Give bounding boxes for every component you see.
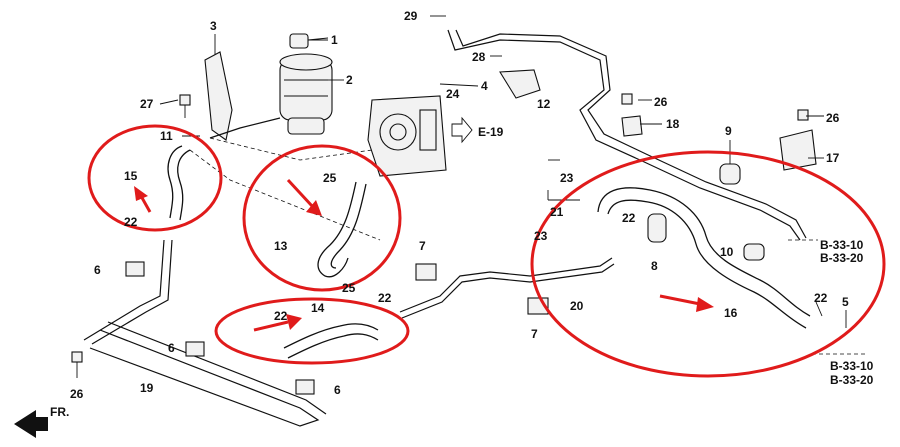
annotation-circle-hose-15 — [87, 124, 223, 232]
annotation-circle-hose-16 — [530, 150, 886, 378]
clamp-6-lower — [295, 379, 315, 395]
callout-9: 9 — [725, 124, 732, 138]
bolt-26-middle — [621, 93, 633, 105]
callout-22-right-upper: 22 — [622, 211, 636, 225]
clamp-10 — [743, 243, 765, 261]
front-marker-label: FR. — [50, 405, 69, 419]
callout-6-lower: 6 — [334, 383, 341, 397]
return-line-20 — [399, 257, 613, 313]
callout-12: 12 — [537, 97, 551, 111]
callout-18: 18 — [666, 117, 680, 131]
reservoir-outlet-hose — [209, 117, 281, 139]
callout-6-upper: 6 — [94, 263, 101, 277]
reference-b3310-top: B-33-10 — [820, 238, 864, 252]
reference-b3310-bottom: B-33-10 — [830, 359, 874, 373]
power-steering-pump — [367, 95, 447, 177]
bracket-17 — [779, 129, 817, 171]
callout-5: 5 — [842, 295, 849, 309]
annotation-arrow-hose-15 — [134, 186, 152, 213]
front-direction-arrow — [14, 410, 48, 438]
callout-2: 2 — [346, 73, 353, 87]
rack-pipe-19 — [89, 329, 320, 427]
callout-29: 29 — [404, 9, 418, 23]
bolt-26-left — [71, 351, 83, 378]
clamp-18 — [621, 115, 643, 137]
callout-24: 24 — [446, 87, 460, 101]
clamp-6-middle — [185, 341, 205, 357]
reference-b3320-bottom: B-33-20 — [830, 373, 874, 387]
clamp-7-upper — [415, 263, 437, 281]
callout-22-right-lower: 22 — [814, 291, 828, 305]
callout-11: 11 — [160, 129, 173, 143]
callout-22-middle: 22 — [378, 291, 392, 305]
reservoir-tank — [279, 53, 333, 135]
callout-7-lower: 7 — [531, 327, 538, 341]
callout-25-lower: 25 — [342, 281, 356, 295]
callout-13: 13 — [274, 239, 288, 253]
callout-27: 27 — [140, 97, 154, 111]
callout-10: 10 — [720, 245, 734, 259]
hose-15 — [167, 145, 183, 219]
callout-22-hose14: 22 — [274, 309, 288, 323]
annotation-arrow-hose-14 — [253, 314, 302, 332]
callout-21: 21 — [550, 205, 564, 219]
reference-b3320-top: B-33-20 — [820, 251, 864, 265]
callout-20: 20 — [570, 299, 584, 313]
annotation-circle-hose-14 — [214, 297, 410, 365]
callout-23-lower: 23 — [534, 229, 548, 243]
annotation-arrow-hose-13 — [286, 178, 322, 216]
reservoir-cap — [289, 33, 329, 49]
annotation-arrow-hose-16 — [659, 294, 714, 312]
callout-15: 15 — [124, 169, 138, 183]
callout-14: 14 — [311, 301, 325, 315]
callout-28: 28 — [472, 50, 486, 64]
hose-16 — [597, 187, 811, 317]
reference-e19: E-19 — [478, 125, 504, 139]
callout-17: 17 — [826, 151, 840, 165]
callout-23-upper: 23 — [560, 171, 574, 185]
callout-25-upper: 25 — [323, 171, 337, 185]
annotation-circle-hose-13 — [242, 144, 402, 292]
callout-4: 4 — [481, 79, 488, 93]
callout-16: 16 — [724, 306, 738, 320]
clamp-8 — [647, 213, 667, 243]
high-pressure-line — [447, 29, 801, 241]
clamp-6-upper — [125, 261, 145, 277]
callout-8: 8 — [651, 259, 658, 273]
e19-reference-arrow — [451, 116, 473, 144]
callout-3: 3 — [210, 19, 217, 33]
clamp-9 — [719, 163, 741, 185]
callout-26-middle: 26 — [654, 95, 668, 109]
callout-22-left: 22 — [124, 215, 138, 229]
callout-26-right: 26 — [826, 111, 840, 125]
reservoir-bracket — [204, 34, 233, 141]
bracket-12 — [499, 69, 541, 99]
callout-1: 1 — [331, 33, 338, 47]
callout-6-middle: 6 — [168, 341, 175, 355]
callout-26-left: 26 — [70, 387, 84, 401]
bolt-26-right — [797, 109, 809, 121]
callout-19: 19 — [140, 381, 154, 395]
bolt-27 — [179, 94, 191, 118]
callout-7-upper: 7 — [419, 239, 426, 253]
hose-13 — [317, 181, 357, 278]
hose-14 — [283, 323, 379, 349]
